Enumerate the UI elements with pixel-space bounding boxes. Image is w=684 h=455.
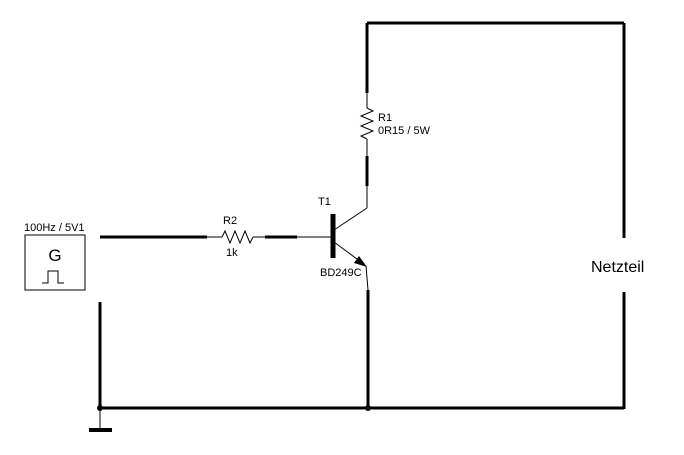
t1-transistor <box>330 207 369 291</box>
r1-resistor <box>359 93 375 208</box>
generator-label: 100Hz / 5V1 <box>24 222 85 234</box>
r2-name: R2 <box>223 215 237 227</box>
t1-name: T1 <box>318 196 331 208</box>
r2-resistor <box>100 229 333 245</box>
r1-value: 0R15 / 5W <box>378 125 431 137</box>
generator-symbol: G <box>48 246 61 265</box>
supply-label: Netzteil <box>591 259 644 276</box>
r2-value: 1k <box>226 247 238 259</box>
t1-part: BD249C <box>320 267 362 279</box>
r1-name: R1 <box>378 112 392 124</box>
generator: G <box>24 234 86 291</box>
supply-outline <box>365 21 626 409</box>
junction-dot-emitter <box>365 405 371 411</box>
square-wave-icon <box>42 270 64 284</box>
